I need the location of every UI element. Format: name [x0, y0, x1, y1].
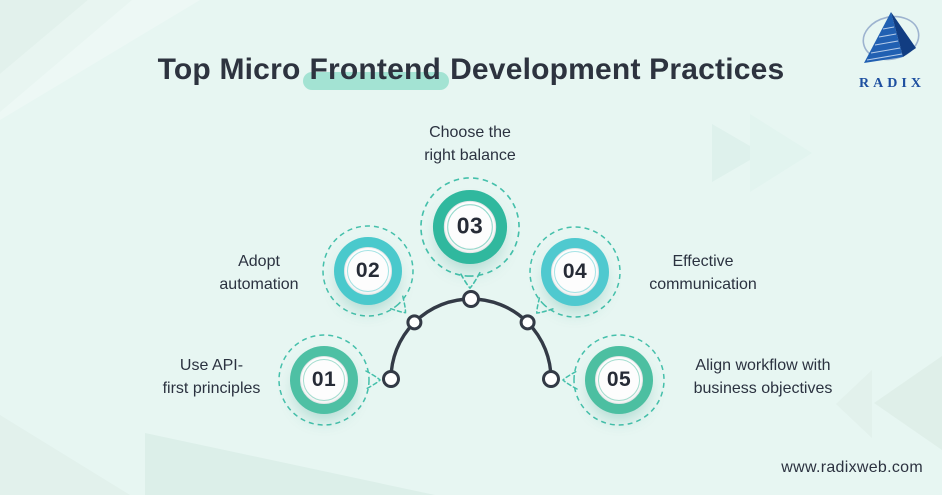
step-05-number: 05 [606, 368, 632, 391]
step-05-halo [561, 334, 665, 426]
step-01-halo [278, 334, 382, 426]
title-highlight-pill [303, 72, 450, 90]
step-02-inner-circle: 02 [344, 247, 392, 295]
title-part-1: Top Micro [157, 53, 301, 86]
arc-node-4 [519, 314, 536, 331]
arc-node-5 [542, 370, 560, 388]
step-04-number: 04 [562, 260, 588, 283]
step-03-halo [420, 177, 520, 290]
logo-pyramid-front [864, 12, 903, 63]
step-01-number: 01 [311, 368, 337, 391]
step-02-label: Adopt automation [219, 253, 299, 293]
step-01-badge: 01 [264, 320, 384, 440]
logo-pyramid-steps [866, 26, 903, 61]
arc-node-1 [382, 370, 400, 388]
logo-ring [862, 15, 920, 61]
step-05-ring: 05 [585, 346, 653, 414]
step-02-ring: 02 [334, 237, 402, 305]
step-04-halo [529, 226, 621, 318]
logo-wordmark: RADIX [859, 76, 925, 91]
step-01-inner-circle: 01 [300, 356, 348, 404]
title-highlighted-word: Frontend [303, 53, 450, 90]
step-05-badge: 05 [559, 320, 679, 440]
website-url: www.radixweb.com [781, 459, 923, 476]
arc-node-2 [406, 314, 423, 331]
radix-logo: RADIX [859, 12, 925, 91]
step-01-label: Use API- first principles [162, 357, 261, 397]
arc-node-3 [462, 290, 480, 308]
title-part-2: Development Practices [450, 53, 785, 86]
step-03-badge: 03 [405, 162, 536, 293]
connector-arc [382, 290, 560, 388]
fast-forward-arrows-icon [712, 114, 812, 192]
step-03-ring: 03 [432, 189, 508, 265]
step-04-inner-circle: 04 [551, 248, 599, 296]
step-01-ring: 01 [290, 346, 358, 414]
step-02-badge: 02 [308, 211, 428, 331]
step-04-badge: 04 [515, 212, 635, 332]
corner-decoration-bottom-left [0, 415, 435, 495]
logo-pyramid-side [891, 12, 916, 57]
step-04-ring: 04 [541, 238, 609, 306]
step-03-number: 03 [456, 213, 484, 239]
step-03-inner-circle: 03 [443, 200, 497, 254]
corner-decoration-top-left [0, 0, 200, 120]
step-03-label: Choose the right balance [424, 124, 516, 164]
step-04-label: Effective communication [649, 253, 757, 293]
step-05-inner-circle: 05 [595, 356, 643, 404]
step-02-number: 02 [355, 259, 381, 282]
step-05-label: Align workflow with business objectives [693, 357, 833, 397]
step-02-halo [322, 225, 414, 317]
rewind-arrows-icon [836, 356, 942, 450]
page-title: Top Micro Frontend Development Practices [0, 53, 942, 90]
